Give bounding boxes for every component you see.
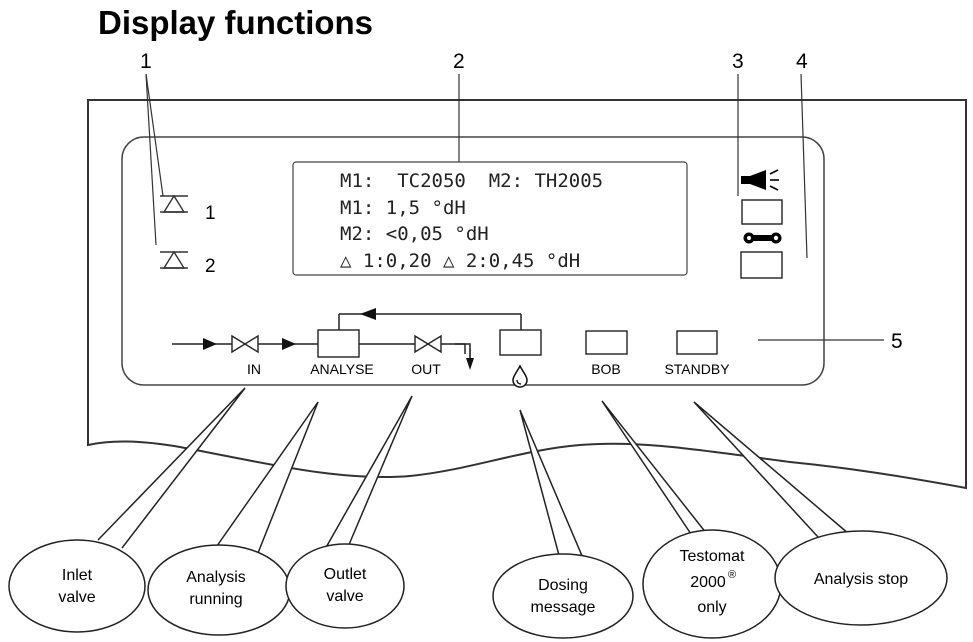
- callout-number-2: 2: [453, 50, 465, 73]
- registered-mark: ®: [728, 569, 736, 581]
- outlet-label: OUT: [411, 361, 441, 377]
- inlet-label: IN: [247, 361, 261, 377]
- limit-indicator-2-label: 2: [205, 256, 216, 277]
- inlet-valve-text-2: valve: [58, 589, 95, 606]
- limit-value-triangle-icon: [160, 250, 188, 269]
- callout-leader-lines: [145, 73, 884, 341]
- dosing-message-bubble: [492, 553, 634, 639]
- lcd-line-1: M1: TC2050 M2: TH2005: [340, 170, 603, 192]
- valve-icon: [231, 334, 259, 354]
- bubble-pointers: [97, 387, 850, 578]
- alarm-indicator-box: [741, 199, 783, 225]
- dosing-indicator-box: [499, 329, 542, 356]
- droplet-icon: [512, 364, 528, 388]
- analysis-stop-bubble: [774, 530, 948, 626]
- standby-indicator-box: [676, 330, 718, 355]
- limit-indicator-1-label: 1: [205, 203, 216, 224]
- dosing-message-text-1: Dosing: [538, 577, 588, 594]
- bob-label: BOB: [591, 361, 621, 377]
- limit-value-triangle-icon: [160, 194, 188, 213]
- analysis-running-bubble: [147, 544, 291, 636]
- analysis-running-text-1: Analysis: [186, 569, 246, 586]
- outlet-valve-text-2: valve: [326, 588, 363, 605]
- callout-number-1: 1: [140, 50, 152, 73]
- bob-indicator-box: [585, 330, 628, 355]
- callout-number-4: 4: [796, 50, 808, 73]
- lcd-line-4: △ 1:0,20 △ 2:0,45 °dH: [340, 250, 580, 272]
- standby-label: STANDBY: [664, 361, 730, 377]
- inlet-valve-text-1: Inlet: [62, 567, 93, 584]
- service-indicator-box: [740, 251, 783, 279]
- inlet-valve-bubble: [8, 539, 146, 633]
- lcd-screen: [292, 161, 688, 276]
- testomat-text-3: only: [697, 599, 726, 616]
- testomat-text-2: 2000: [690, 574, 726, 591]
- callout-number-5: 5: [891, 330, 903, 353]
- device-housing: [87, 99, 967, 490]
- outlet-valve-text-1: Outlet: [324, 566, 367, 583]
- outlet-valve-bubble: [285, 543, 405, 629]
- wrench-icon: [743, 232, 782, 244]
- dosing-message-text-2: message: [531, 599, 596, 616]
- callout-number-3: 3: [732, 50, 744, 73]
- analysis-running-text-2: running: [189, 591, 242, 608]
- analysis-stop-text: Analysis stop: [814, 571, 908, 588]
- lcd-line-3: M2: <0,05 °dH: [340, 223, 489, 245]
- analyse-label: ANALYSE: [310, 361, 374, 377]
- flow-arrow-icon: [203, 308, 474, 370]
- display-panel: [121, 136, 825, 386]
- horn-icon: [741, 169, 779, 191]
- page-title: Display functions: [98, 4, 374, 41]
- analyse-indicator-box: [317, 329, 360, 358]
- lcd-line-2: M1: 1,5 °dH: [340, 197, 466, 219]
- valve-icon: [414, 334, 442, 354]
- testomat-text-1: Testomat: [680, 548, 745, 565]
